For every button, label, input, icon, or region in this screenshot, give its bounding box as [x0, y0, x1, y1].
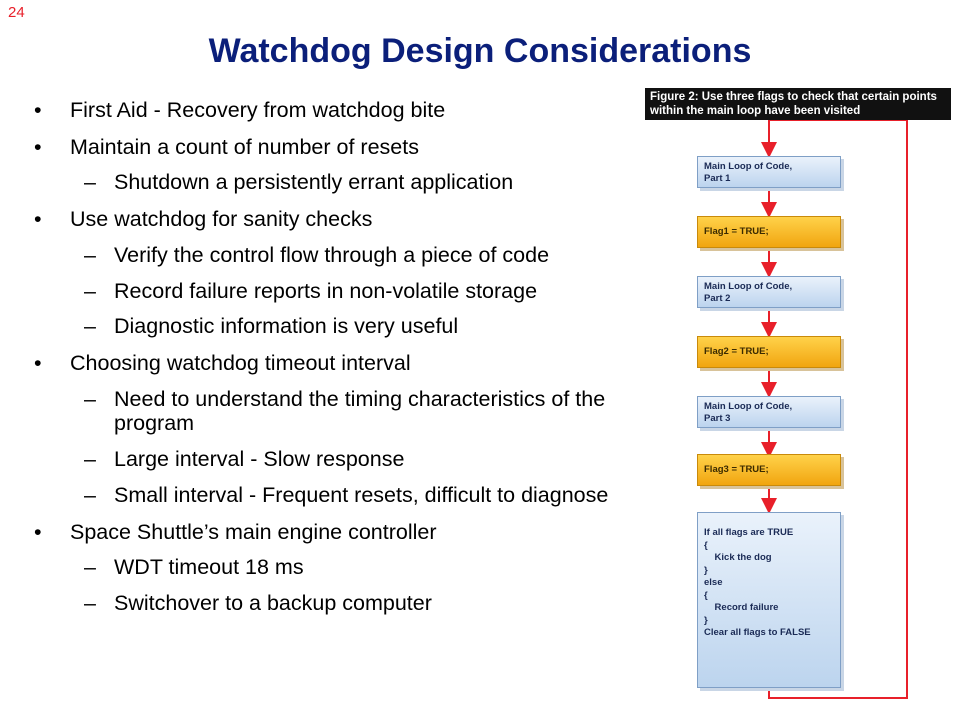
- sub-bullet-item: Verify the control flow through a piece …: [28, 243, 668, 268]
- bullet-item: Use watchdog for sanity checks: [28, 207, 668, 232]
- flow-box-flag3: Flag3 = TRUE;: [697, 454, 841, 486]
- sub-bullet-item: Switchover to a backup computer: [28, 591, 668, 616]
- figure-caption: Figure 2: Use three flags to check that …: [645, 88, 951, 120]
- sub-bullet-item: Shutdown a persistently errant applicati…: [28, 170, 668, 195]
- bullet-item: Space Shuttle’s main engine controller: [28, 520, 668, 545]
- loop-back-line: [761, 119, 908, 699]
- sub-bullet-item: Need to understand the timing characteri…: [28, 387, 668, 436]
- sub-bullet-item: Large interval - Slow response: [28, 447, 668, 472]
- sub-bullet-item: Record failure reports in non-volatile s…: [28, 279, 668, 304]
- flow-box-flag1: Flag1 = TRUE;: [697, 216, 841, 248]
- flow-box-main-loop-2: Main Loop of Code, Part 2: [697, 276, 841, 308]
- flowchart-figure: Figure 2: Use three flags to check that …: [645, 86, 955, 720]
- flow-box-flag2: Flag2 = TRUE;: [697, 336, 841, 368]
- sub-bullet-item: Small interval - Frequent resets, diffic…: [28, 483, 668, 508]
- slide-number: 24: [8, 4, 25, 21]
- flowchart-connectors: [761, 119, 908, 699]
- bullet-item: Maintain a count of number of resets: [28, 135, 668, 160]
- sub-bullet-item: Diagnostic information is very useful: [28, 314, 668, 339]
- flow-box-main-loop-1: Main Loop of Code, Part 1: [697, 156, 841, 188]
- flow-box-main-loop-3: Main Loop of Code, Part 3: [697, 396, 841, 428]
- bullet-item: First Aid - Recovery from watchdog bite: [28, 98, 668, 123]
- sub-bullet-item: WDT timeout 18 ms: [28, 555, 668, 580]
- bullet-list: First Aid - Recovery from watchdog bite …: [28, 98, 668, 616]
- flow-box-check-flags: If all flags are TRUE { Kick the dog } e…: [697, 512, 841, 688]
- slide-title: Watchdog Design Considerations: [208, 32, 752, 70]
- bullet-item: Choosing watchdog timeout interval: [28, 351, 668, 376]
